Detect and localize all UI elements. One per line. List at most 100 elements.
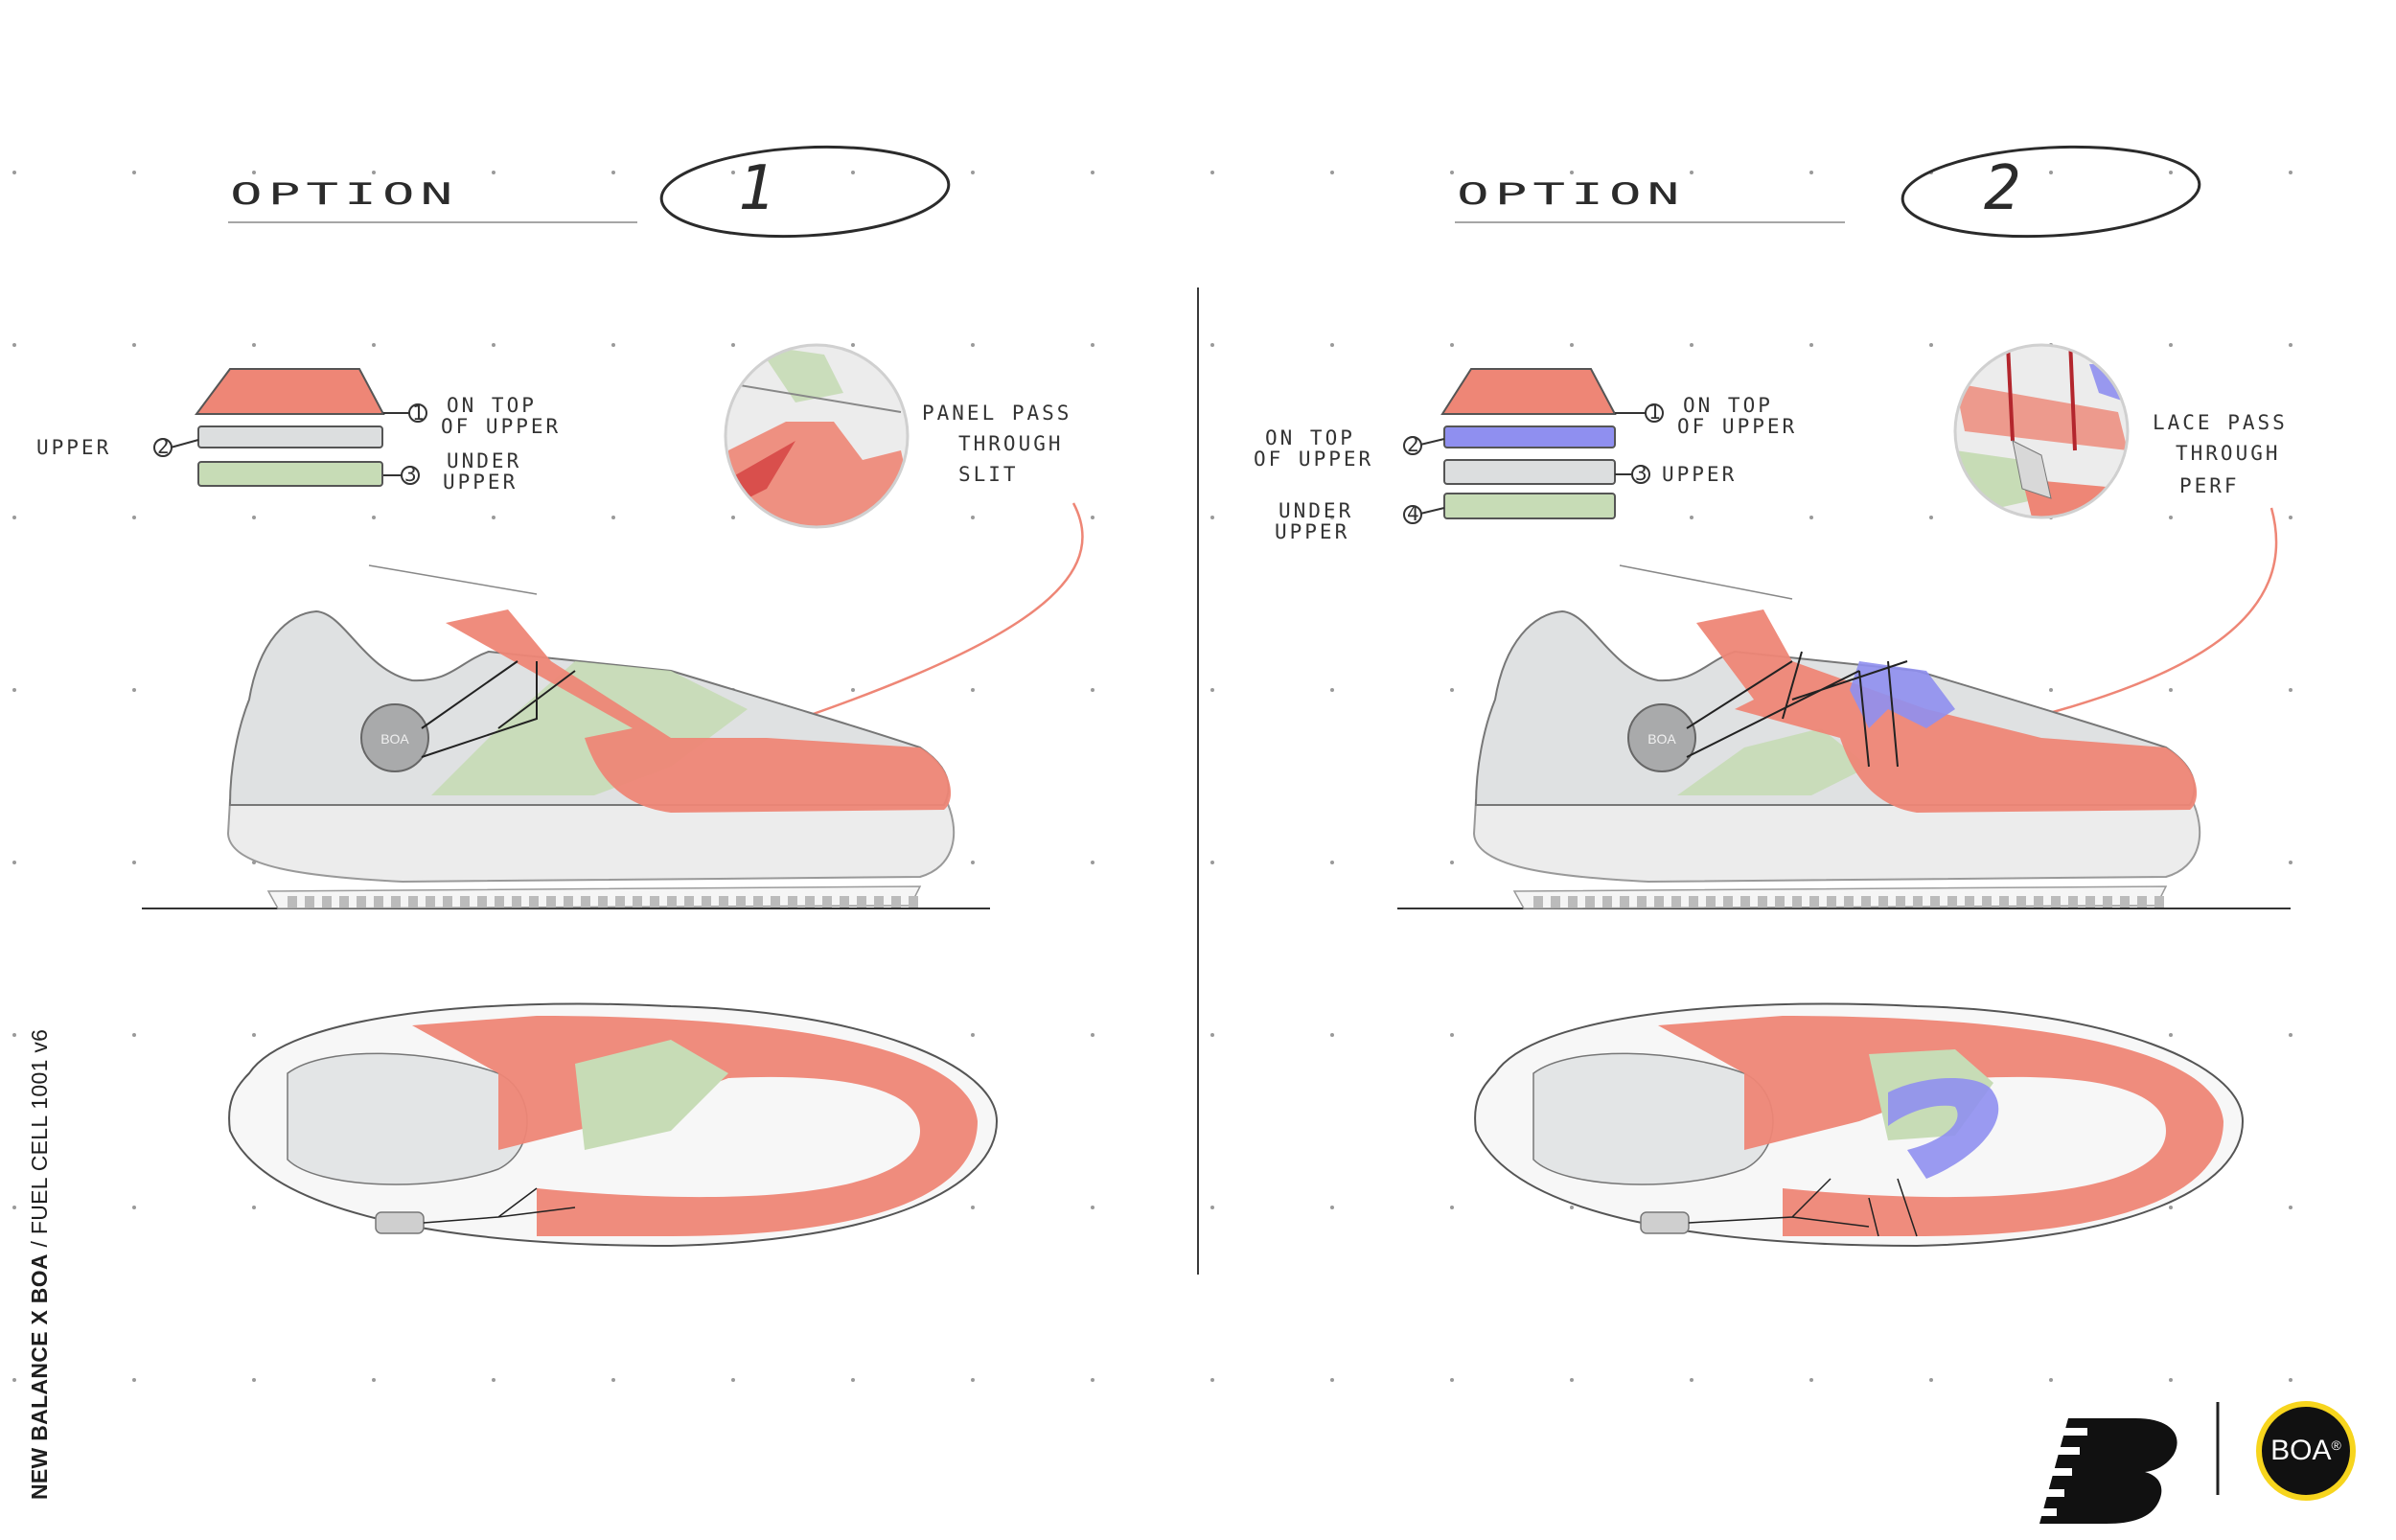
- dial-label: BOA: [380, 731, 409, 747]
- tread-bump: [529, 896, 539, 908]
- layer-upper: [1443, 459, 1616, 485]
- grid-dot: [1091, 343, 1094, 347]
- tread-bump: [564, 896, 573, 908]
- detail-callout: LACE PASS THROUGH PERF: [1916, 343, 2285, 749]
- layer-marker-number: 2: [157, 435, 173, 458]
- tread-bump: [615, 896, 625, 908]
- layer-upper: [197, 425, 383, 448]
- grid-dot: [2169, 1033, 2173, 1037]
- grid-dot: [1210, 861, 1214, 864]
- lace-line: [1686, 651, 1908, 768]
- tread-bump: [1861, 896, 1871, 908]
- boa-dial-top: [375, 1211, 425, 1234]
- layer-note: UPPER: [443, 471, 518, 494]
- grid-dot: [1809, 516, 1813, 519]
- panel-red-top: [1658, 1016, 2223, 1236]
- grid-dot: [132, 343, 136, 347]
- shoe-side-view: BOA: [1397, 564, 2291, 909]
- tread-bump: [1965, 896, 1974, 908]
- grid-dot: [851, 688, 855, 692]
- tread-bump: [2016, 896, 2026, 908]
- boa-dial-top: [1640, 1211, 1690, 1234]
- tread-bump: [1947, 896, 1957, 908]
- tread-bump: [288, 896, 297, 908]
- panel-blue-top: [1888, 1078, 1999, 1179]
- grid-dot: [132, 1206, 136, 1209]
- grid-dot: [851, 171, 855, 174]
- grid-dot: [2049, 171, 2053, 174]
- layer-note: UNDER: [447, 449, 521, 472]
- tread-bump: [357, 896, 366, 908]
- grid-dot: [132, 1033, 136, 1037]
- grid-dot: [12, 861, 16, 864]
- tread-bump: [805, 896, 815, 908]
- grid-dot: [1929, 343, 1933, 347]
- grid-dot: [1809, 343, 1813, 347]
- lace-line: [1688, 1178, 1918, 1237]
- tread-bump: [1533, 896, 1543, 908]
- grid-dot: [12, 516, 16, 519]
- shoe-side-view: BOA: [142, 564, 990, 909]
- grid-dot: [1570, 1378, 1574, 1382]
- grid-dot: [1809, 1378, 1813, 1382]
- option-number: 1: [738, 153, 781, 224]
- boa-dial: [360, 703, 429, 772]
- tread-bump: [2137, 896, 2147, 908]
- tread-bump: [391, 896, 401, 908]
- grid-dot: [2289, 343, 2292, 347]
- tread-bump: [1809, 896, 1819, 908]
- grid-dot: [1330, 516, 1334, 519]
- grid-dot: [12, 688, 16, 692]
- grid-dot: [2289, 688, 2292, 692]
- grid-dot: [1210, 516, 1214, 519]
- layer-note: OF UPPER: [1677, 415, 1797, 438]
- grid-dot: [252, 171, 256, 174]
- tread-bump: [1637, 896, 1647, 908]
- layer-stack: 1 ON TOP OF UPPER 2 UPPER 3 UNDER UPPER: [36, 368, 558, 494]
- panel-green-top: [575, 1040, 728, 1150]
- grid-dot: [1091, 861, 1094, 864]
- tread-bump: [822, 896, 832, 908]
- layer-on-top-blue: [1443, 425, 1616, 448]
- tread-bump: [581, 896, 590, 908]
- grid-dot: [252, 343, 256, 347]
- tread-bump: [633, 896, 642, 908]
- grid-dot: [492, 516, 495, 519]
- tread-bump: [512, 896, 521, 908]
- grid-dot: [731, 171, 735, 174]
- layer-marker: [1403, 436, 1422, 455]
- tread-bump: [546, 896, 556, 908]
- panel-red: [1696, 609, 2198, 813]
- grid-dot: [492, 343, 495, 347]
- grid-dot: [1570, 343, 1574, 347]
- tread-bump: [495, 896, 504, 908]
- grid-dot: [1690, 171, 1693, 174]
- tread-bump: [2120, 896, 2130, 908]
- grid-dot: [1450, 1033, 1454, 1037]
- grid-dot: [1330, 1206, 1334, 1209]
- tread-bump: [305, 896, 314, 908]
- tread-bump: [1896, 896, 1905, 908]
- grid-dot: [132, 1378, 136, 1382]
- layer-marker-number: 4: [1407, 502, 1422, 525]
- brand-strip: NEW BALANCE X BOA / FUEL CELL 1001 v6: [27, 1029, 53, 1500]
- grid-dot: [1210, 171, 1214, 174]
- grid-dot: [611, 343, 615, 347]
- grid-dot: [731, 343, 735, 347]
- callout-note: PANEL PASS: [922, 402, 1071, 425]
- tread-bump: [2103, 896, 2112, 908]
- option-heading: OPTION 1: [228, 145, 951, 239]
- option-heading: OPTION 2: [1455, 145, 2201, 239]
- layer-under: [1443, 493, 1616, 519]
- layer-note: UPPER: [1275, 520, 1349, 543]
- callout-note: PERF: [2179, 474, 2240, 497]
- shoe-top-view: [1474, 1002, 2245, 1248]
- tread-bump: [1706, 896, 1716, 908]
- layer-marker: [1631, 465, 1650, 484]
- tread-bump: [1671, 896, 1681, 908]
- grid-dot: [1210, 688, 1214, 692]
- callout-note: SLIT: [958, 463, 1019, 486]
- tread-bump: [719, 896, 728, 908]
- grid-dot: [1091, 688, 1094, 692]
- tread-bump: [598, 896, 608, 908]
